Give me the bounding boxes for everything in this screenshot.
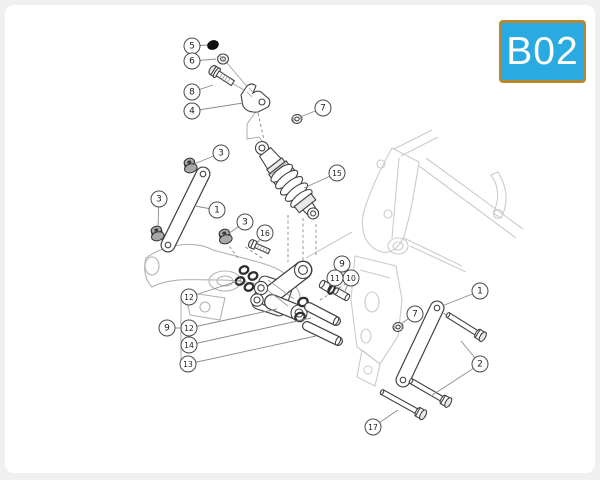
- callout-8: 8: [183, 83, 214, 101]
- diagram-canvas: [5, 5, 595, 473]
- callout-2: 2: [430, 340, 489, 397]
- callout-9: 9: [158, 319, 181, 337]
- linkage-bolt-small: [247, 239, 271, 255]
- callout-17: 17: [364, 409, 399, 436]
- upper-clevis-mount: [240, 83, 271, 113]
- callout-14: 14: [180, 317, 312, 354]
- callout-number: 5: [189, 41, 195, 51]
- flange-nut: [218, 228, 233, 245]
- washer: [217, 53, 229, 65]
- flange-nut: [150, 225, 165, 242]
- callout-number: 17: [368, 423, 378, 432]
- callout-circle: [180, 288, 198, 306]
- callout-circle: [328, 164, 346, 182]
- flange-nut: [183, 157, 198, 174]
- long-bolt: [445, 312, 487, 343]
- callout-number: 9: [164, 323, 170, 333]
- callout-1: 1: [194, 201, 226, 219]
- callout-4: 4: [183, 102, 244, 120]
- callout-number: 10: [346, 274, 356, 283]
- frame-background: [305, 129, 524, 387]
- callout-12: 12: [180, 308, 278, 337]
- callout-number: 14: [184, 341, 194, 350]
- callout-circle: [179, 355, 197, 373]
- callout-circle: [212, 144, 230, 162]
- callout-circle: [406, 305, 424, 323]
- callout-number: 12: [184, 324, 194, 333]
- small-pin: [333, 287, 351, 302]
- callout-number: 6: [189, 56, 195, 66]
- rocker-linkage: [250, 260, 313, 322]
- callout-3: 3: [193, 144, 230, 165]
- callout-number: 3: [218, 148, 224, 158]
- callout-13: 13: [179, 335, 317, 373]
- callout-circle: [342, 269, 360, 287]
- callout-circle: [150, 190, 168, 208]
- callout-number: 1: [477, 286, 483, 296]
- callout-6: 6: [183, 52, 217, 70]
- callout-number: 13: [183, 360, 193, 369]
- left-linkage-arm: [160, 166, 211, 253]
- callout-number: 12: [184, 293, 194, 302]
- callout-circle: [180, 319, 198, 337]
- callout-circle: [180, 336, 198, 354]
- callout-number: 1: [214, 205, 220, 215]
- callout-circle: [256, 224, 274, 242]
- callout-3: 3: [150, 190, 168, 227]
- long-bolt: [408, 377, 453, 408]
- callout-circle: [183, 102, 201, 120]
- callout-circle: [314, 99, 332, 117]
- callout-circle: [471, 355, 489, 373]
- callout-number: 11: [330, 274, 340, 283]
- shock-absorber: [254, 140, 320, 220]
- callout-3: 3: [227, 213, 254, 235]
- callout-number: 3: [242, 217, 248, 227]
- right-linkage-arm: [395, 300, 445, 388]
- seal-rings-upper: [234, 265, 259, 292]
- long-bolt: [379, 388, 428, 421]
- rubber-cap: [207, 40, 219, 50]
- callout-11: 11: [326, 269, 344, 287]
- right-nut: [392, 322, 404, 332]
- pivot-pin-upper: [304, 302, 341, 326]
- callout-circle: [208, 201, 226, 219]
- callout-circle: [183, 52, 201, 70]
- callout-number: 7: [412, 309, 418, 319]
- callout-circle: [364, 418, 382, 436]
- callout-circle: [333, 255, 351, 273]
- callout-number: 15: [332, 169, 342, 178]
- page-code-badge: B02: [499, 20, 586, 83]
- callout-number: 7: [320, 103, 326, 113]
- callout-number: 3: [156, 194, 162, 204]
- callout-number: 16: [260, 229, 270, 238]
- callout-number: 8: [189, 87, 195, 97]
- callout-16: 16: [256, 224, 274, 244]
- callout-number: 2: [477, 359, 483, 369]
- top-mount-bolt: [208, 65, 236, 87]
- callout-7: 7: [400, 305, 424, 325]
- pivot-pin-lower: [302, 321, 343, 346]
- callout-15: 15: [303, 164, 346, 189]
- callout-7: 7: [299, 99, 332, 118]
- callout-5: 5: [183, 37, 208, 55]
- callout-number: 9: [339, 259, 345, 269]
- callout-1: 1: [441, 282, 489, 307]
- callout-10: 10: [342, 269, 360, 294]
- top-nut: [291, 114, 303, 124]
- callout-circle: [236, 213, 254, 231]
- callout-number: 4: [189, 106, 195, 116]
- callout-circle: [158, 319, 176, 337]
- callout-circle: [183, 83, 201, 101]
- callout-12: 12: [180, 279, 242, 306]
- callout-circle: [471, 282, 489, 300]
